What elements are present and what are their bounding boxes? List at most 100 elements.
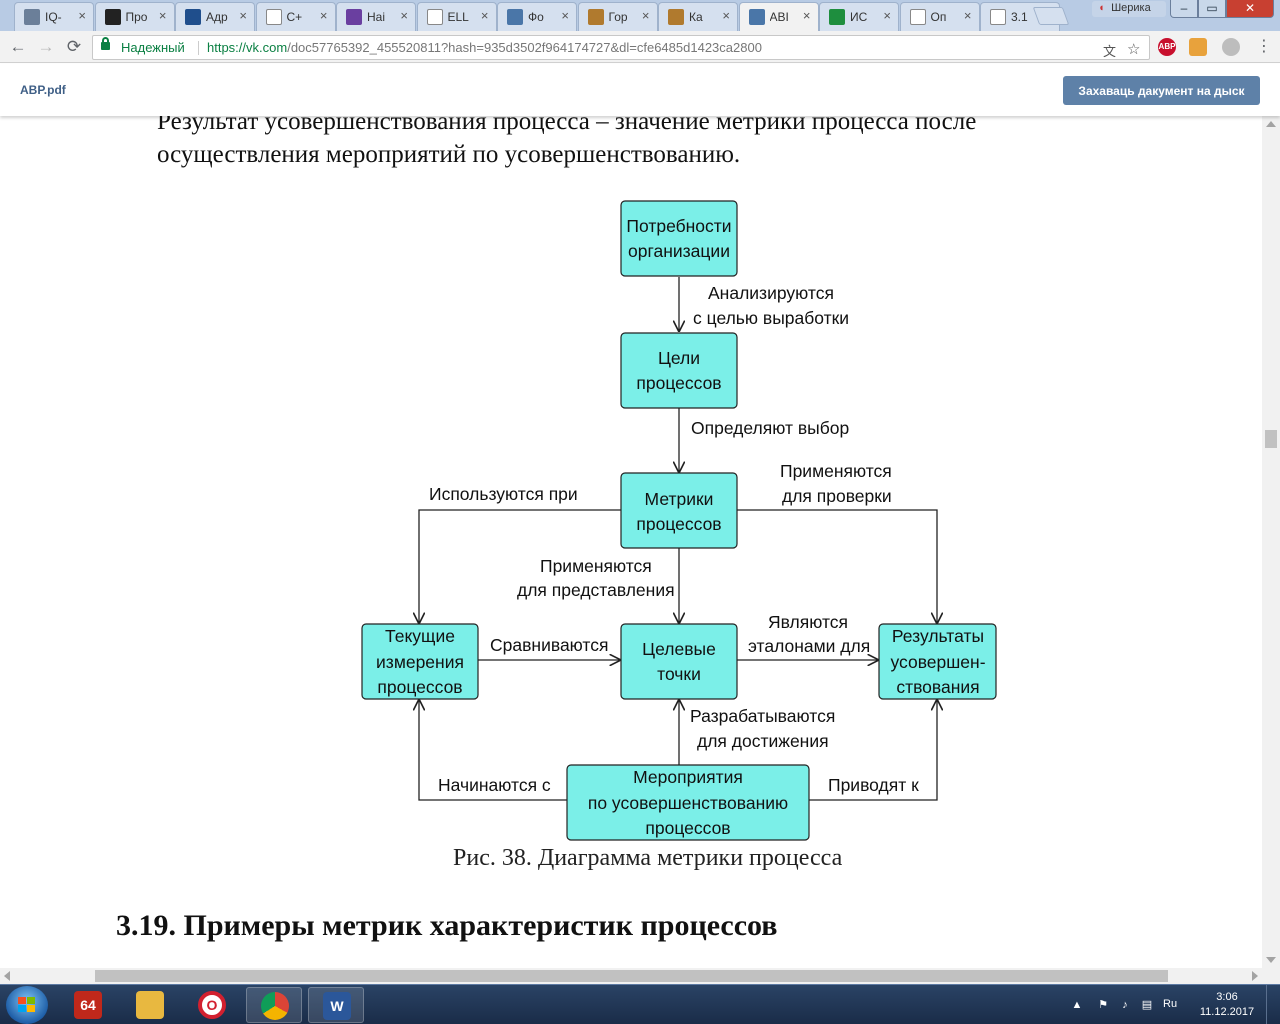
edge-label: для представления	[517, 580, 675, 600]
tab-label: ИС	[850, 10, 868, 24]
browser-tab[interactable]: Адр×	[175, 2, 255, 31]
face-extension-icon[interactable]	[1189, 38, 1207, 56]
box-text: процессов	[636, 514, 721, 534]
opera-icon: O	[198, 991, 226, 1019]
horizontal-scroll-thumb[interactable]	[95, 970, 1168, 982]
scroll-right-arrow-icon[interactable]	[1252, 971, 1258, 981]
tab-label: IQ-	[45, 10, 62, 24]
box-text: Цели	[658, 348, 700, 368]
box-text: организации	[628, 241, 730, 261]
vk-icon	[507, 9, 523, 25]
close-tab-icon[interactable]: ×	[722, 8, 730, 23]
horizontal-scrollbar[interactable]	[0, 968, 1280, 984]
vertical-scrollbar[interactable]	[1262, 116, 1280, 968]
browser-tab[interactable]: Гор×	[577, 2, 658, 31]
close-tab-icon[interactable]: ×	[400, 8, 408, 23]
close-tab-icon[interactable]: ×	[561, 8, 569, 23]
taskbar-app-opera[interactable]: O	[184, 987, 240, 1023]
close-tab-icon[interactable]: ×	[802, 8, 811, 23]
language-indicator[interactable]: Ru	[1163, 998, 1178, 1010]
secure-label: Надежный	[121, 40, 185, 55]
action-center-icon[interactable]: ⚑	[1098, 999, 1108, 1011]
chrome-icon	[261, 992, 289, 1020]
box-process-metrics: Метрики процессов	[620, 472, 738, 549]
start-button[interactable]	[6, 986, 48, 1024]
browser-tab[interactable]: Ка×	[658, 2, 738, 31]
close-tab-icon[interactable]: ×	[78, 8, 86, 23]
tab-label: Оп	[930, 10, 947, 24]
box-text: Результаты	[892, 626, 984, 646]
profile-name: Шерика	[1111, 2, 1151, 14]
system-clock[interactable]: 3:06 11.12.2017	[1196, 990, 1258, 1020]
translate-icon[interactable]: 文	[1103, 44, 1117, 59]
taskbar-app-aida64[interactable]: 64	[60, 987, 116, 1023]
box-text: Потребности	[626, 216, 731, 236]
back-button[interactable]: ←	[9, 37, 27, 56]
bookmark-star-icon[interactable]: ☆	[1127, 41, 1141, 58]
browser-tab[interactable]: Про×	[94, 2, 175, 31]
browser-tab[interactable]: АВІ×	[738, 2, 819, 31]
taskbar-app-file-explorer[interactable]	[122, 987, 178, 1023]
arrow-metrics-results	[737, 509, 937, 624]
edge-label: Применяются	[540, 556, 652, 576]
network-icon[interactable]: ▤	[1141, 999, 1153, 1011]
vertical-scroll-thumb[interactable]	[1265, 430, 1277, 448]
close-tab-icon[interactable]: ×	[480, 8, 489, 23]
minimize-button[interactable]: –	[1170, 0, 1198, 18]
scroll-down-arrow-icon[interactable]	[1266, 957, 1276, 963]
tab-label: Фо	[528, 10, 544, 24]
browser-tab[interactable]: Фо ×	[497, 2, 577, 31]
reload-button[interactable]: ⟳	[66, 37, 82, 56]
taskbar-app-word[interactable]: W	[308, 987, 364, 1023]
clock-date: 11.12.2017	[1199, 1006, 1255, 1018]
tab-label: Наі	[367, 10, 386, 24]
scroll-left-arrow-icon[interactable]	[4, 971, 10, 981]
edge-label: Используются при	[429, 484, 578, 504]
tray-overflow-icon[interactable]: ▲	[1071, 999, 1083, 1011]
grid-icon	[24, 9, 40, 25]
url-text[interactable]: https://vk.com/doc57765392_455520811?has…	[207, 36, 762, 59]
browser-tab[interactable]: ИС ×	[819, 2, 899, 31]
browser-tab[interactable]: IQ- ×	[14, 2, 94, 31]
new-tab-button[interactable]	[1032, 7, 1070, 25]
show-desktop-button[interactable]	[1266, 985, 1280, 1024]
browser-menu-icon[interactable]: ⋮	[1256, 38, 1272, 55]
close-tab-icon[interactable]: ×	[883, 8, 891, 23]
save-to-disk-button[interactable]: Захаваць дакумент на дыск	[1063, 76, 1260, 105]
box-organization-needs: Потребности организации	[620, 200, 738, 277]
browser-tab[interactable]: ELL×	[416, 2, 497, 31]
aida64-icon: 64	[74, 991, 102, 1019]
close-tab-icon[interactable]: ×	[158, 8, 167, 23]
volume-icon[interactable]: ♪	[1122, 999, 1128, 1011]
paragraph-line-1: Результат усовершенствования процесса – …	[157, 116, 977, 135]
box-text: Целевые	[642, 639, 716, 659]
close-tab-icon[interactable]: ×	[239, 8, 247, 23]
browser-tab[interactable]: Наі ×	[336, 2, 416, 31]
maximize-button[interactable]: ▭	[1198, 0, 1226, 18]
browser-tab[interactable]: Оп ×	[899, 2, 980, 31]
profile-button[interactable]: ◖ Шерика	[1092, 1, 1166, 17]
edge-label: Применяются	[780, 461, 892, 481]
tab-label: 3.1	[1011, 10, 1028, 24]
box-text: процессов	[377, 677, 462, 697]
file-explorer-icon	[136, 991, 164, 1019]
close-window-button[interactable]: ✕	[1226, 0, 1274, 18]
browser-tab[interactable]: С+×	[255, 2, 336, 31]
close-tab-icon[interactable]: ×	[319, 8, 328, 23]
address-bar[interactable]: Надежный https://vk.com/doc57765392_4555…	[92, 35, 1150, 60]
document-viewer-header: ABP.pdf Захаваць дакумент на дыск	[0, 64, 1280, 116]
url-separator	[198, 41, 199, 55]
close-tab-icon[interactable]: ×	[963, 8, 972, 23]
box-text: измерения	[376, 652, 464, 672]
box-target-points: Целевые точки	[620, 623, 738, 700]
map-icon	[185, 9, 201, 25]
extension-icon[interactable]	[1222, 38, 1240, 56]
taskbar-app-chrome[interactable]	[246, 987, 302, 1023]
browser-toolbar: ← → ⟳ Надежный https://vk.com/doc5776539…	[0, 31, 1280, 63]
adblock-extension-icon[interactable]: ABP	[1158, 38, 1176, 56]
document-icon	[426, 9, 443, 25]
scroll-up-arrow-icon[interactable]	[1266, 121, 1276, 127]
close-tab-icon[interactable]: ×	[641, 8, 650, 23]
box-improvement-measures: Мероприятия по усовершенствованию процес…	[566, 764, 810, 841]
forward-button[interactable]: →	[37, 37, 55, 56]
